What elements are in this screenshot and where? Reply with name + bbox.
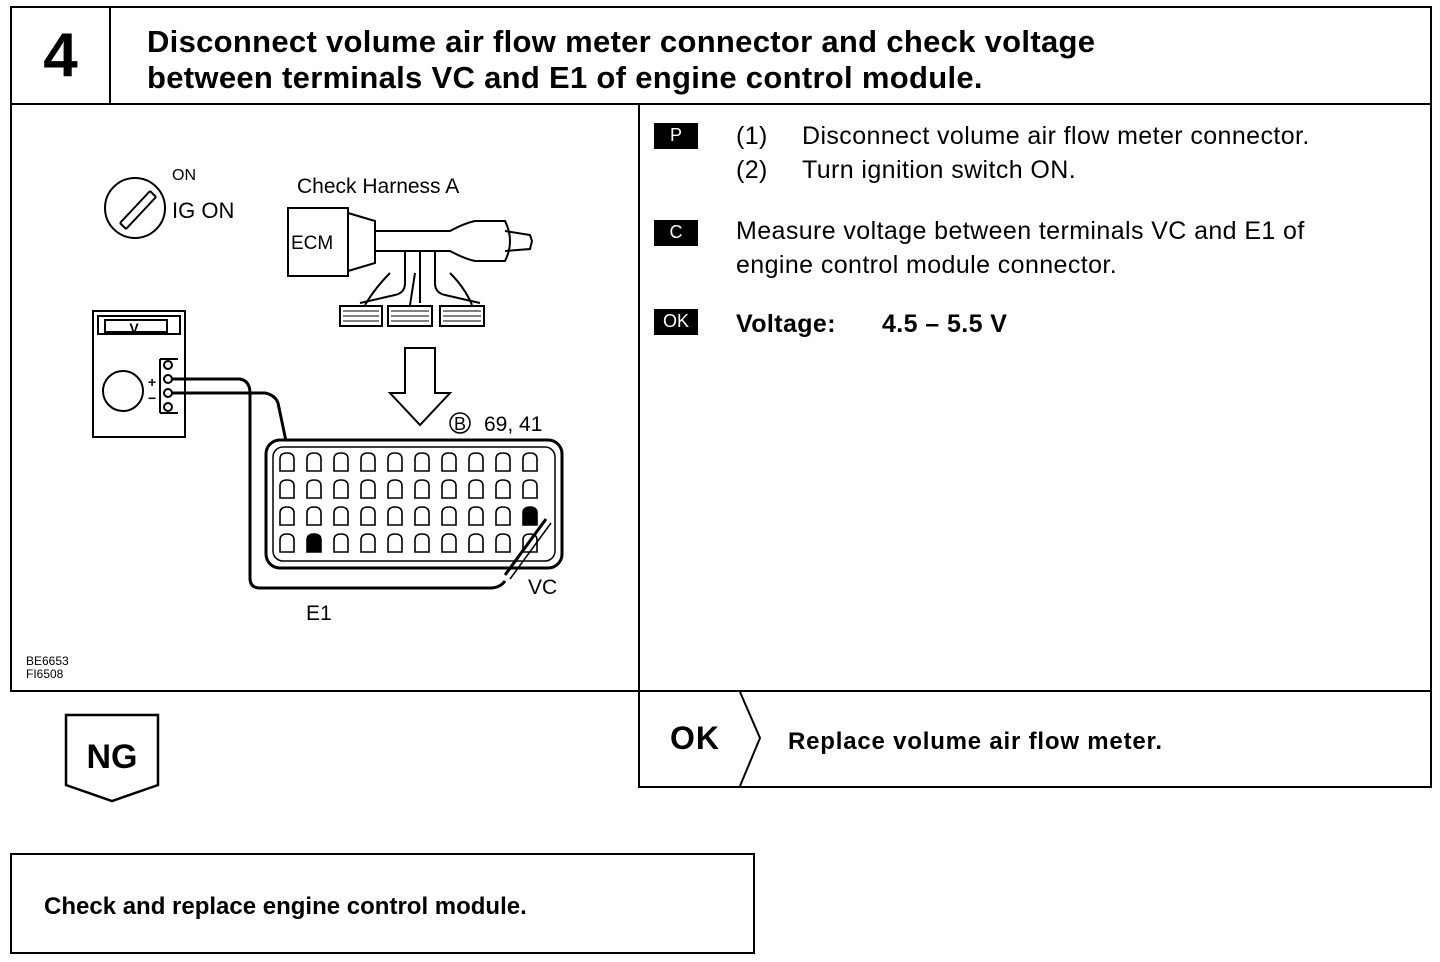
connector-pin: [414, 506, 430, 526]
connector-pin: [468, 533, 484, 553]
connector-pin: [441, 452, 457, 472]
probed-pin: [522, 506, 538, 526]
meter-minus-label: −: [148, 390, 156, 406]
ng-result-text: Check and replace engine control module.: [44, 893, 527, 920]
ok-result-label: OK: [670, 720, 720, 756]
ok-badge: OK: [654, 309, 698, 335]
connector-pin: [333, 479, 349, 499]
connector-pin: [441, 506, 457, 526]
ng-result-label: NG: [86, 738, 138, 776]
procedure-panel: P (1) Disconnect volume air flow meter c…: [638, 103, 1432, 692]
e1-label: E1: [306, 602, 332, 625]
connector-pin: [441, 533, 457, 553]
test-leads: [172, 377, 507, 590]
connector-pin: [279, 479, 295, 499]
connector-pin: [468, 452, 484, 472]
vc-label: VC: [528, 576, 557, 599]
step-number: 4: [43, 21, 78, 90]
connector-pin: [414, 479, 430, 499]
figure-code-1: BE6653: [26, 654, 69, 668]
ng-badge-icon: [64, 713, 160, 803]
ecm-label: ECM: [291, 233, 333, 254]
spec-value: 4.5 – 5.5 V: [882, 310, 1008, 338]
voltmeter-icon: [92, 310, 186, 438]
connector-pin: [522, 479, 538, 499]
step2-text: Turn ignition switch ON.: [802, 156, 1077, 184]
connector-pin: [279, 506, 295, 526]
connector-pin: [468, 479, 484, 499]
probed-pin: [306, 533, 322, 553]
c-text-line-1: Measure voltage between terminals VC and…: [736, 217, 1305, 245]
harness-icon: [287, 207, 534, 306]
connector-pin: [414, 533, 430, 553]
connector-pins-label: 69, 41: [484, 413, 542, 436]
step1-number: (1): [736, 122, 768, 150]
connector-pin: [468, 506, 484, 526]
ng-result-box: Check and replace engine control module.: [10, 853, 755, 954]
ok-chevron-icon: [739, 691, 762, 787]
connector-pin: [495, 533, 511, 553]
connector-pin: [387, 533, 403, 553]
connector-pin: [522, 452, 538, 472]
connector-pin: [333, 533, 349, 553]
connector-pin: [495, 506, 511, 526]
diagram-panel: ON IG ON Check Harness A ECM: [10, 103, 640, 692]
connector-pin: [387, 479, 403, 499]
connector-b-circle: [449, 412, 471, 434]
harness-connectors-icon: [339, 305, 485, 327]
c-text-line-2: engine control module connector.: [736, 251, 1118, 279]
probes: [308, 518, 552, 580]
connector-b-label: B: [454, 414, 466, 434]
connector-pin: [333, 452, 349, 472]
title-line-1: Disconnect volume air flow meter connect…: [147, 24, 1096, 59]
down-arrow-icon: [387, 347, 453, 427]
connector-pin: [387, 506, 403, 526]
connector-pin: [441, 479, 457, 499]
switch-ig-on-label: IG ON: [172, 198, 234, 223]
connector-pin: [306, 479, 322, 499]
connector-pin: [495, 479, 511, 499]
connector-pins: [279, 452, 538, 553]
c-badge: C: [654, 220, 698, 246]
connector-pin: [360, 452, 376, 472]
ignition-switch-icon: [104, 177, 166, 239]
ok-result-box: OK Replace volume air flow meter.: [638, 690, 1432, 788]
connector-pin: [306, 452, 322, 472]
connector-pin: [279, 533, 295, 553]
ok-result-text: Replace volume air flow meter.: [788, 728, 1163, 755]
step1-text: Disconnect volume air flow meter connect…: [802, 122, 1310, 150]
step2-number: (2): [736, 156, 768, 184]
step-number-box: 4: [10, 6, 111, 105]
connector-pin: [495, 452, 511, 472]
switch-on-label: ON: [172, 167, 196, 184]
meter-plus-label: +: [148, 374, 156, 390]
connector-pin: [360, 506, 376, 526]
connector-pin: [306, 506, 322, 526]
connector-pin: [333, 506, 349, 526]
meter-unit-label: V: [129, 320, 139, 336]
connector-pin: [360, 533, 376, 553]
connector-pin: [387, 452, 403, 472]
connector-pin: [360, 479, 376, 499]
figure-code-2: FI6508: [26, 667, 64, 681]
harness-label: Check Harness A: [297, 175, 459, 198]
title-line-2: between terminals VC and E1 of engine co…: [147, 60, 983, 95]
wiring-diagram: ON IG ON Check Harness A ECM: [26, 167, 564, 681]
step-title: Disconnect volume air flow meter connect…: [147, 24, 1095, 96]
spec-label: Voltage:: [736, 310, 836, 338]
step-title-box: Disconnect volume air flow meter connect…: [109, 6, 1432, 105]
connector-pin: [279, 452, 295, 472]
connector-pin: [414, 452, 430, 472]
p-badge: P: [654, 123, 698, 149]
